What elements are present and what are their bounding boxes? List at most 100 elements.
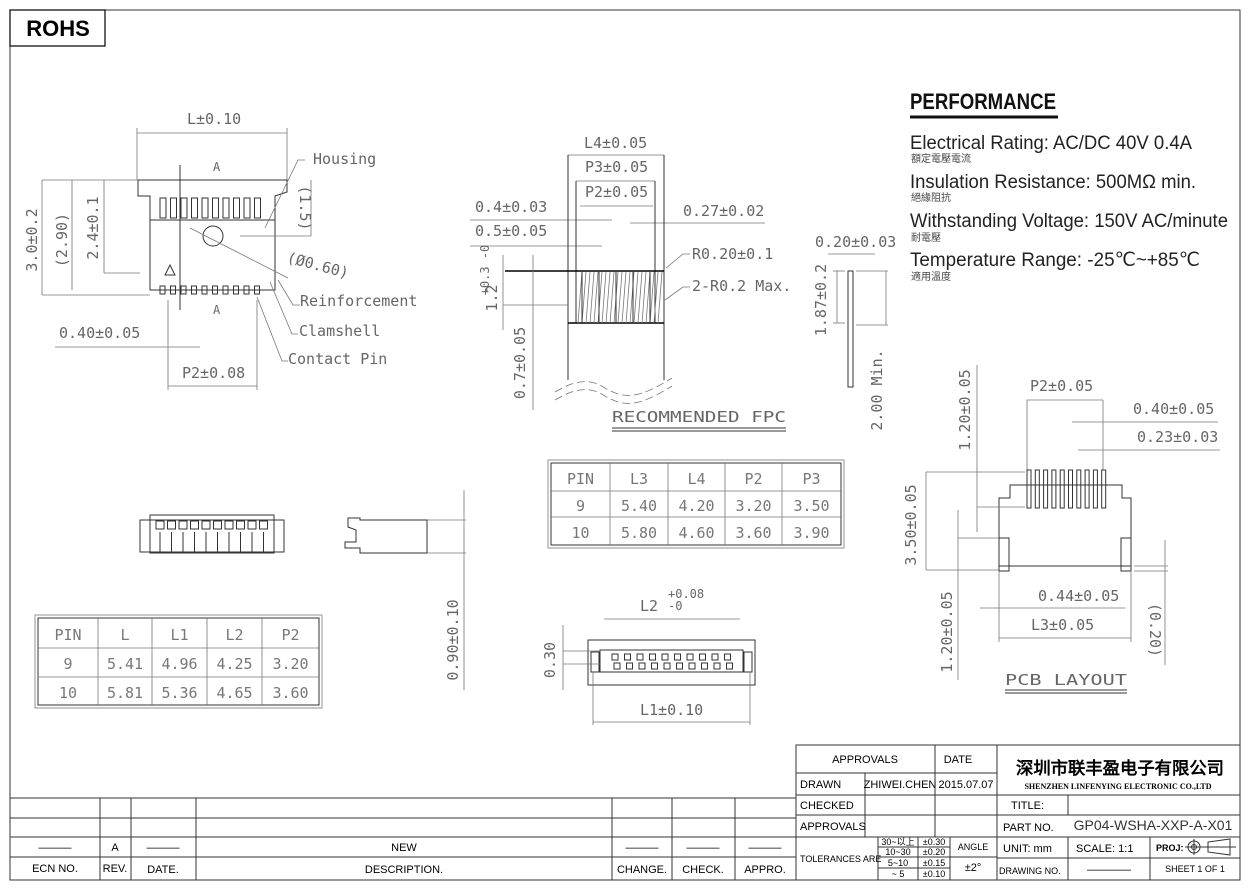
pcb-pad	[1068, 469, 1073, 509]
tolerance-range-4: ~ 5	[892, 869, 905, 879]
hatch-line	[657, 271, 663, 324]
dim-L2-minus: -0	[668, 599, 682, 613]
pin	[236, 520, 245, 530]
pin	[611, 653, 619, 661]
table1-header-cell: PIN	[54, 626, 81, 644]
table2-cell: 10	[571, 524, 589, 542]
pin	[636, 653, 644, 661]
tolerance-value-4: ±0.10	[923, 869, 945, 879]
hatch-line	[645, 271, 651, 324]
dim-P2-pcb: P2±0.05	[1030, 377, 1093, 395]
pin	[674, 653, 681, 661]
pcb-pad	[1076, 469, 1082, 509]
table2-cell: 5.40	[621, 497, 657, 515]
table2-cell: 3.20	[735, 497, 771, 515]
dim-pitch: 0.40±0.05	[59, 324, 140, 342]
hatch-line	[605, 271, 611, 324]
temperature-range-cn: 適用溫度	[911, 270, 951, 283]
table1-cell: 3.20	[272, 655, 308, 673]
contact-pin-tail	[201, 285, 208, 295]
section-mark-bottom: A	[213, 303, 221, 317]
rev-header-appro: APPRO.	[744, 864, 786, 876]
table2-cell: 5.80	[621, 524, 657, 542]
pcb-pad	[1051, 469, 1057, 509]
tolerance-range-3: 5~10	[888, 858, 908, 868]
label-contact-pin: Contact Pin	[288, 350, 387, 368]
rohs-label: ROHS	[26, 16, 90, 41]
angle-value: ±2°	[965, 862, 982, 874]
dim-0-20-pcb: (0.20)	[1146, 603, 1164, 657]
tolerance-value-3: ±0.15	[923, 858, 945, 868]
withstanding-voltage-cn: 耐電壓	[911, 231, 941, 244]
dim-L2: L2	[640, 597, 658, 615]
dim-2-00-min: 2.00 Min.	[868, 349, 886, 430]
dim-1-20-top: 1.20±0.05	[956, 369, 974, 450]
top-view: L±0.10 A A 3.0±0.2 (2.90) 2.4±0.1 (1.5) …	[23, 110, 417, 390]
drawing-no-label: DRAWING NO.	[999, 866, 1061, 876]
rev-date-value: ———	[147, 842, 180, 854]
pin	[178, 520, 188, 530]
contact-pin-tail	[170, 285, 176, 295]
withstanding-voltage: Withstanding Voltage: 150V AC/minute	[910, 211, 1228, 232]
pcb-pad	[1034, 469, 1040, 509]
pcb-pad	[1026, 469, 1032, 509]
drawn-name: ZHIWEI.CHEN	[864, 779, 937, 791]
contact-pin	[243, 197, 251, 219]
tolerance-range-1: 30~以上	[881, 837, 914, 847]
pin	[247, 520, 257, 530]
side-view: 0.90±0.10	[344, 490, 466, 690]
date-header: DATE	[944, 754, 973, 766]
contact-pin-tail	[191, 285, 197, 295]
front-view	[139, 514, 285, 554]
table2-cell: 3.90	[793, 524, 829, 542]
hatch-line	[609, 271, 615, 324]
rev-appro-value: ———	[749, 842, 782, 854]
pin	[711, 653, 719, 661]
table2-cell: 9	[576, 497, 585, 515]
pin	[701, 662, 708, 670]
rev-header-date: DATE.	[147, 864, 179, 876]
table2-cell: 4.60	[678, 524, 714, 542]
pin	[663, 662, 671, 670]
performance-section: PERFORMANCE Electrical Rating: AC/DC 40V…	[910, 89, 1228, 283]
pin	[713, 662, 721, 670]
contact-pin	[180, 197, 188, 219]
contact-pin	[201, 197, 209, 219]
contact-pin-tail	[233, 285, 239, 295]
dim-R0-20: R0.20±0.1	[692, 245, 773, 263]
dim-3-50: 3.50±0.05	[902, 484, 920, 565]
table2-cell: 4.20	[678, 497, 714, 515]
pin	[661, 653, 669, 661]
pcb-pad	[1084, 469, 1090, 509]
pin	[688, 662, 696, 670]
dim-0-5: 0.5±0.05	[475, 222, 547, 240]
table2-header-cell: L4	[687, 470, 705, 488]
hatch-line	[577, 271, 583, 324]
dim-2-R0-2: 2-R0.2 Max.	[692, 277, 791, 295]
table2-header-cell: L3	[630, 470, 648, 488]
rev-header-check: CHECK.	[682, 864, 724, 876]
pcb-pad	[1043, 469, 1049, 509]
pin	[201, 520, 211, 530]
pin	[699, 653, 706, 661]
hatch-line	[633, 271, 639, 324]
pin	[613, 662, 621, 670]
table2-header-cell: PIN	[567, 470, 594, 488]
hatch-line	[589, 271, 595, 324]
pcb-pad	[1092, 469, 1098, 509]
pin	[649, 653, 656, 661]
dim-0-30: 0.30	[541, 642, 559, 678]
pin	[686, 653, 694, 661]
pin	[651, 662, 658, 670]
dim-0-4: 0.4±0.03	[475, 198, 547, 216]
bottom-view: L2 +0.08 -0 0.30 L1±0.10	[541, 587, 756, 725]
rev-rev-value: A	[111, 842, 119, 854]
table2-header-cell: P2	[744, 470, 762, 488]
dim-L3: L3±0.05	[1031, 616, 1094, 634]
title-label: TITLE:	[1011, 800, 1044, 812]
dim-1-2-tolerance: +0.3 -0	[478, 245, 492, 296]
table1-header-cell: L2	[225, 626, 243, 644]
hatch-line	[653, 271, 659, 324]
dim-0-27: 0.27±0.02	[683, 202, 764, 220]
